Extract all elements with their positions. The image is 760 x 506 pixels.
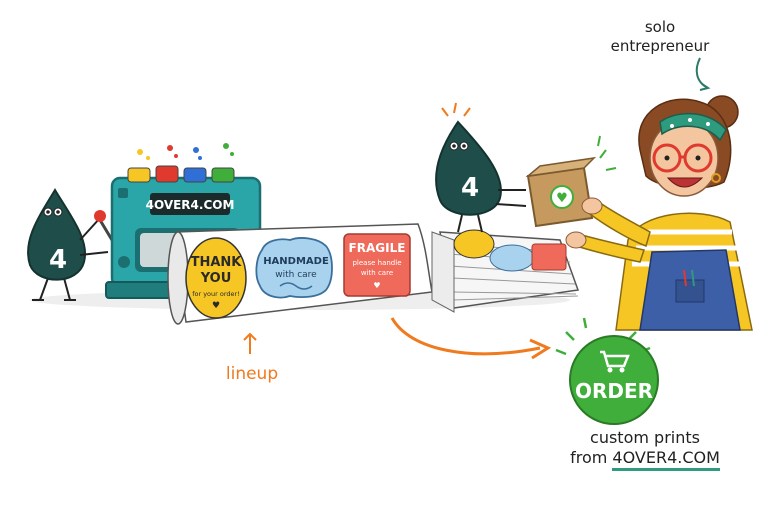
cta-from: from	[570, 448, 613, 467]
sticker-fragile-line1: FRAGILE	[349, 241, 406, 255]
solo-label-line2: entrepreneur	[610, 37, 710, 55]
sticker-fragile-line2: please handle	[352, 259, 401, 267]
machine-brand: 4OVER4.COM	[146, 198, 235, 212]
mascot-left: 4	[27, 188, 109, 301]
sticker-handmade-line2: with care	[275, 270, 317, 280]
order-burst	[555, 317, 651, 356]
heart-icon: ♥	[212, 301, 220, 311]
sticker-handmade: HANDMADE with care	[255, 237, 333, 299]
solo-arrow-head	[699, 83, 711, 91]
sticker-thank-you: THANK YOU for your order! ♥	[185, 237, 247, 319]
sticker-fragile-line3: with care	[361, 269, 393, 277]
cta-brand-link[interactable]: 4OVER4.COM	[612, 448, 720, 471]
package-box: ♥	[525, 135, 617, 228]
solo-label-line1: solo	[644, 18, 676, 36]
lineup-arrow	[243, 332, 257, 354]
mascot-middle-number: 4	[461, 173, 479, 203]
solo-entrepreneur-label: solo entrepreneur	[600, 18, 720, 56]
mascot-middle: 4	[435, 102, 527, 233]
shopping-cart-icon	[600, 350, 630, 373]
sticker-thank-line2: YOU	[200, 271, 232, 286]
lineup-label: lineup	[225, 364, 279, 384]
heart-icon: ♥	[556, 191, 568, 206]
order-arrow-head	[529, 338, 552, 360]
order-button-label: ORDER	[575, 379, 653, 403]
cta-line1: custom prints	[590, 428, 700, 447]
sticker-handmade-line1: HANDMADE	[263, 256, 329, 267]
mascot-left-number: 4	[49, 245, 67, 275]
order-arrow	[390, 317, 541, 356]
cta-line2: from 4OVER4.COM	[560, 448, 730, 471]
sticker-thank-line3: for your order!	[192, 290, 240, 298]
cta-label: custom prints from 4OVER4.COM	[560, 428, 730, 471]
order-button[interactable]: ORDER	[555, 317, 659, 425]
heart-icon: ♥	[373, 281, 380, 290]
sticker-fragile: FRAGILE please handle with care ♥	[343, 233, 411, 297]
sticker-thank-line1: THANK	[191, 255, 243, 270]
sticker-stack	[431, 229, 580, 313]
entrepreneur-figure	[565, 95, 753, 331]
